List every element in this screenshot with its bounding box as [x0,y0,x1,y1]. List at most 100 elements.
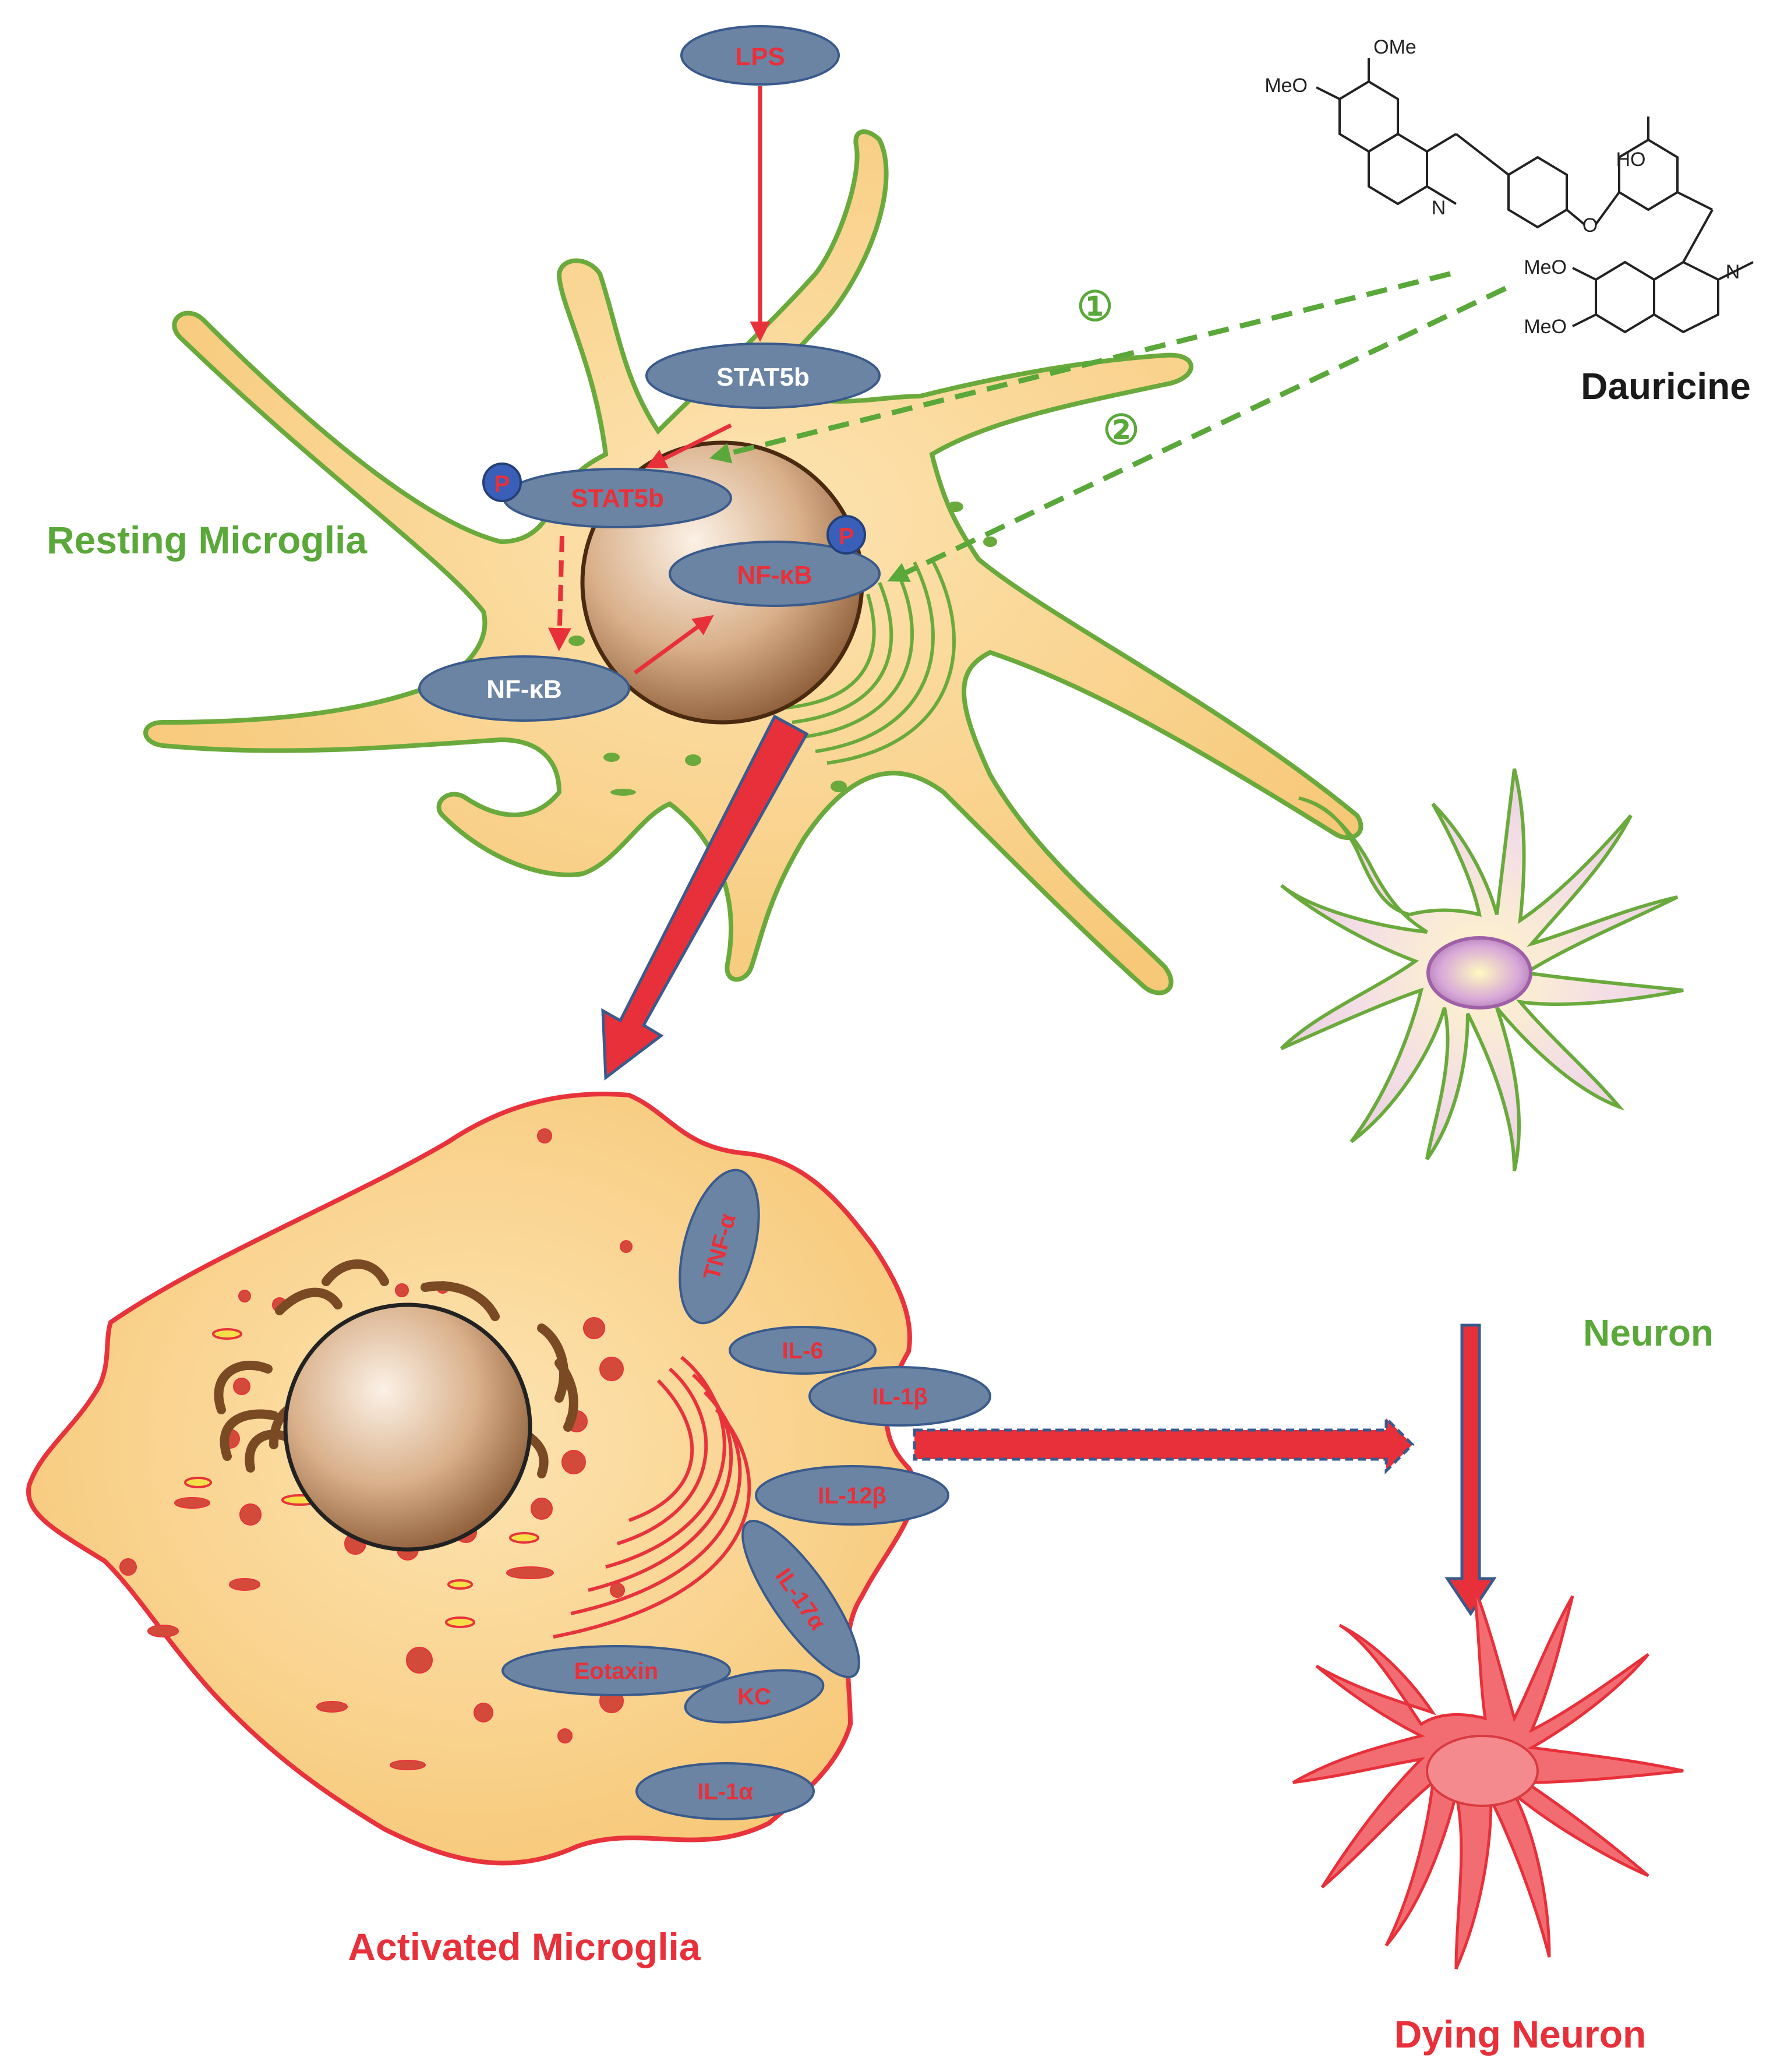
er-tube [220,1409,278,1461]
organelle [537,1128,552,1143]
organelle [531,1498,553,1520]
organelle [568,636,585,646]
cytokine-oval-tnfa [679,1169,760,1325]
golgi-cisterna [617,1367,708,1545]
chem-meo-2: MeO [1524,256,1567,278]
dauricine-label: Dauricine [1581,365,1751,407]
organelle [603,753,620,762]
cytokine-oval-kc [684,1669,825,1724]
ring-c [1507,156,1568,229]
organelle [474,1703,493,1722]
bond [1566,209,1585,225]
organelle [406,1647,433,1674]
activated-nucleus [283,1302,532,1552]
bond [1718,261,1754,281]
lps-label: LPS [735,43,785,71]
chem-n-1: N [1432,197,1446,219]
cytokine-oval-il6 [729,1326,877,1375]
golgi-cisterna [815,561,935,753]
stat5b-p-label: STAT5b [571,484,664,513]
ring-b [1368,132,1428,206]
er-tube [322,1259,389,1286]
phospho-badge-1 [482,463,522,502]
organelle [390,1760,426,1770]
bond [1426,133,1457,153]
chem-meo-1: MeO [1264,75,1308,97]
cytokine-label-il6: IL-6 [782,1338,823,1364]
organelle [233,1378,250,1395]
chem-o: O [1582,214,1598,237]
stat5b-phospho-arrow [645,423,732,468]
neuron-cell [1280,768,1684,1171]
resting-microglia-label: Resting Microglia [47,518,368,562]
ring-f [1653,260,1719,334]
organelle [509,1532,539,1544]
chem-ho: HO [1616,149,1646,171]
er-tube [214,1360,273,1414]
organelle [599,1357,624,1381]
bond [1677,191,1713,211]
organelle [557,1728,573,1743]
er-tube [245,1429,296,1473]
organelle [174,1497,210,1509]
er-tube [275,1287,342,1315]
lps-oval [680,25,840,86]
cytokine-label-il1a: IL-1α [697,1779,753,1805]
organelle [447,1579,473,1590]
organelle [229,1578,260,1591]
organelle [316,1701,348,1713]
resting-organelles [568,502,997,796]
cytokines: TNF-α IL-6 IL-1β IL-12β IL-17α Eotaxin K… [501,1169,991,1820]
activated-golgi [553,1356,751,1639]
activation-arrow-shape [601,714,809,1081]
organelle [395,1283,409,1297]
organelle [239,1503,262,1526]
organelle [947,502,963,512]
resting-golgi [786,558,956,765]
inhibition-line-2 [887,285,1507,583]
phospho-badge-1-label: P [494,471,510,497]
dying-neuron-cell [1292,1584,1684,1970]
dying-neuron-label: Dying Neuron [1394,2013,1647,2056]
bond [1595,191,1620,225]
organelle [119,1558,137,1576]
organelle [561,1450,586,1474]
cytokine-oval-il1a [635,1762,815,1820]
chem-n-2: N [1726,261,1740,283]
chem-ome: OMe [1373,36,1416,58]
bond [1682,209,1714,263]
stat5b-to-nfkb-dashed-arrow [547,535,571,651]
bond [1316,86,1340,100]
cytokine-oval-il17a [741,1520,860,1678]
cytokine-label-il1b: IL-1β [872,1384,928,1410]
golgi-cisterna [792,581,893,724]
cytokine-oval-il1b [808,1366,991,1427]
nfkb-nuclear-oval [669,541,881,607]
organelle [685,754,701,766]
phospho-badge-2 [826,515,866,555]
activated-microglia-label: Activated Microglia [348,1925,701,1968]
er-tube [554,1358,578,1432]
cytokine-oval-il12b [755,1465,949,1526]
neuron-death-arrow-shape [1444,1323,1497,1616]
neuron-label: Neuron [1583,1312,1714,1354]
organelle [831,781,847,792]
bond [1572,313,1596,327]
ring-d [1618,138,1679,211]
organelle [506,1566,554,1579]
golgi-cisterna [628,1379,694,1522]
organelle [445,1616,475,1628]
er-tube [421,1281,500,1321]
stat5b-membrane-label: STAT5b [716,363,810,391]
organelle [610,789,636,796]
organelle [583,1317,605,1339]
cytokine-label-kc: KC [737,1684,771,1710]
ring-a [1338,80,1399,153]
dauricine-structure [1316,58,1754,334]
inhibition-line-1 [709,271,1451,464]
golgi-cisterna [605,1356,726,1569]
step-2-label: ② [1103,407,1140,453]
organelle [184,1477,212,1488]
